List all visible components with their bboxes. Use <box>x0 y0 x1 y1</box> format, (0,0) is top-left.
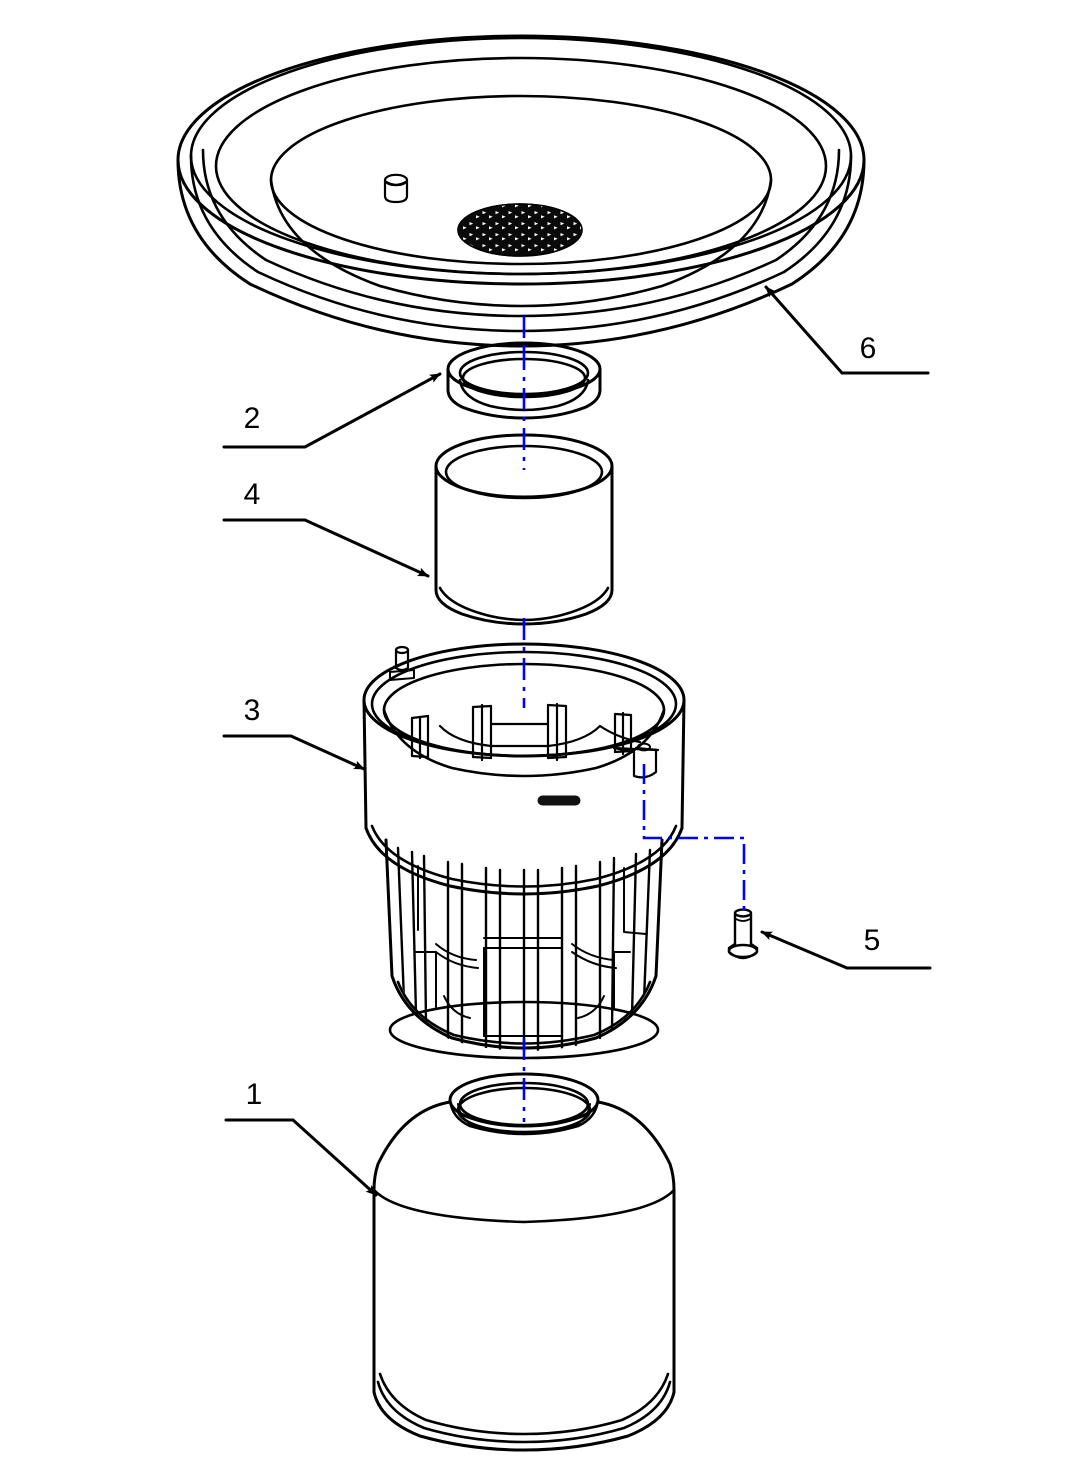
callout-layer: 6 2 4 3 5 1 <box>222 285 932 1197</box>
callout-6[interactable]: 6 <box>764 285 930 375</box>
part-screw <box>727 908 759 960</box>
callout-4-label: 4 <box>244 478 261 511</box>
basket-rim-post <box>389 645 415 681</box>
screw-location-centerline <box>642 764 746 910</box>
callout-4[interactable]: 4 <box>222 478 430 578</box>
callout-1[interactable]: 1 <box>224 1078 378 1197</box>
part-housing <box>372 1072 676 1452</box>
callout-2[interactable]: 2 <box>222 372 442 449</box>
callout-6-label: 6 <box>860 332 877 365</box>
part-cylinder <box>434 433 614 626</box>
boss-cylinder <box>383 173 409 204</box>
basket-latch-tab <box>612 742 660 779</box>
callout-5-label: 5 <box>864 924 881 957</box>
drain-screen-icon <box>457 203 583 257</box>
part-bowl <box>176 34 866 348</box>
callout-2-label: 2 <box>244 402 261 435</box>
callout-3-label: 3 <box>244 694 261 727</box>
callout-1-label: 1 <box>246 1078 263 1111</box>
callout-5[interactable]: 5 <box>760 924 932 970</box>
basket-internal-vanes <box>410 702 642 762</box>
callout-3[interactable]: 3 <box>222 694 366 771</box>
